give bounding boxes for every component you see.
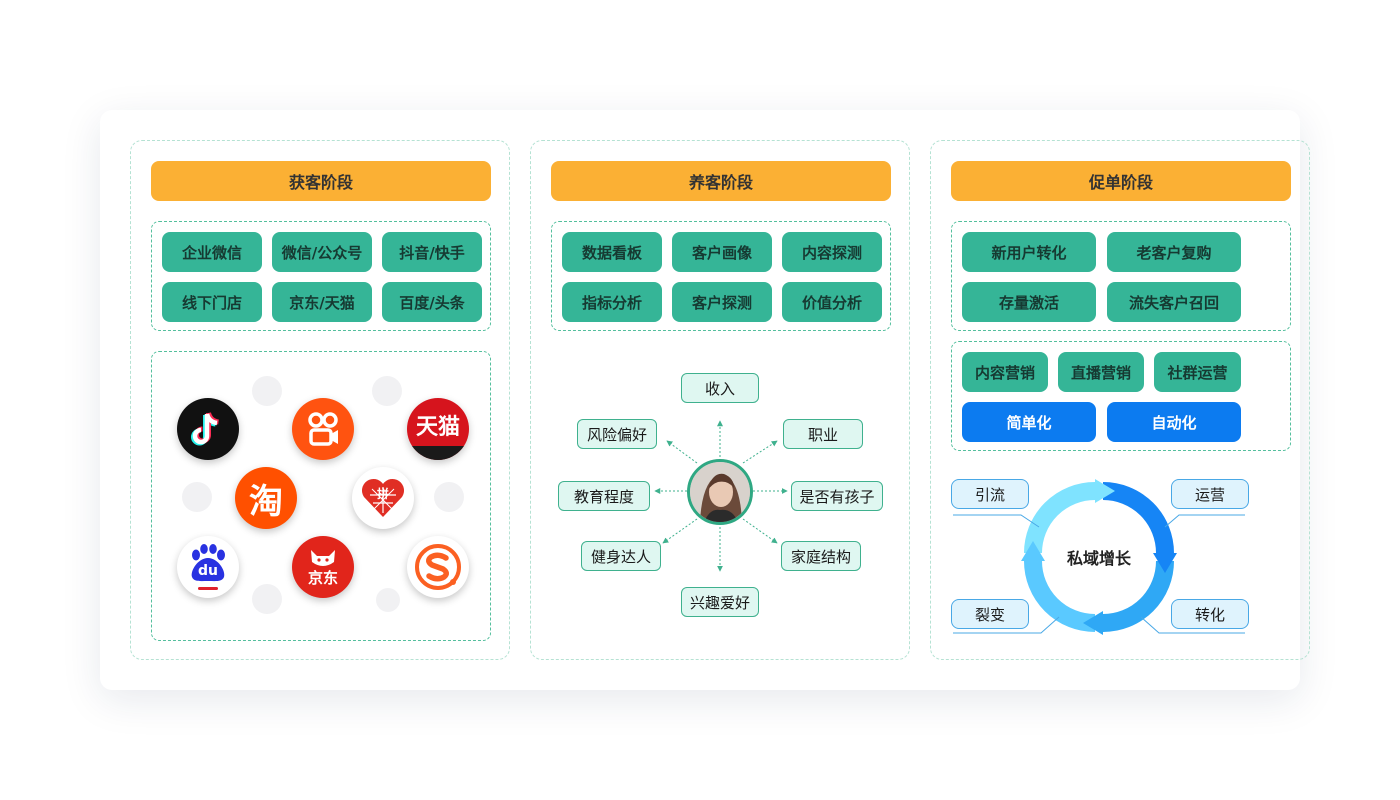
tag-stock-activation[interactable]: 存量激活 — [962, 282, 1096, 322]
tmall-logo-text: 天猫 — [415, 415, 460, 440]
conversion-tag-box: 新用户转化 老客户复购 存量激活 流失客户召回 — [951, 221, 1291, 331]
deco-dot — [372, 376, 402, 406]
cycle-step-conversion: 转化 — [1171, 599, 1249, 629]
cycle-center-label: 私域增长 — [1066, 549, 1131, 568]
tag-wechat[interactable]: 微信/公众号 — [272, 232, 372, 272]
tag-value-analysis[interactable]: 价值分析 — [782, 282, 882, 322]
tag-repurchase[interactable]: 老客户复购 — [1107, 232, 1241, 272]
tag-jd-tmall[interactable]: 京东/天猫 — [272, 282, 372, 322]
tag-offline-store[interactable]: 线下门店 — [162, 282, 262, 322]
sogou-icon — [415, 544, 461, 590]
acquisition-channel-box: 企业微信 微信/公众号 抖音/快手 线下门店 京东/天猫 百度/头条 — [151, 221, 491, 331]
profile-occupation: 职业 — [783, 419, 863, 449]
main-card: 获客阶段 企业微信 微信/公众号 抖音/快手 线下门店 京东/天猫 百度/头条 — [100, 110, 1310, 690]
pinduoduo-heart-icon — [361, 478, 405, 517]
jd-logo: 京东 — [292, 536, 354, 598]
tag-community-ops[interactable]: 社群运营 — [1154, 352, 1241, 392]
tag-customer-probe[interactable]: 客户探测 — [672, 282, 772, 322]
baidu-logo-text: du — [198, 563, 218, 579]
pinduoduo-logo-text: 拼 — [376, 487, 389, 501]
tag-metric-analysis[interactable]: 指标分析 — [562, 282, 662, 322]
marketing-tag-box: 内容营销 直播营销 社群运营 简单化 自动化 — [951, 341, 1291, 451]
taobao-logo: 淘 — [235, 467, 297, 529]
avatar-person-icon — [690, 462, 750, 522]
kuaishou-logo — [292, 398, 354, 460]
profile-connectors — [654, 420, 788, 572]
sogou-logo — [407, 536, 469, 598]
tag-simplify[interactable]: 简单化 — [962, 402, 1096, 442]
deco-dot — [252, 584, 282, 614]
tag-live-marketing[interactable]: 直播营销 — [1058, 352, 1144, 392]
deco-dot — [182, 482, 212, 512]
tag-new-user-conversion[interactable]: 新用户转化 — [962, 232, 1096, 272]
conversion-title: 促单阶段 — [951, 161, 1291, 201]
profile-family-structure: 家庭结构 — [781, 541, 861, 571]
profile-income: 收入 — [681, 373, 759, 403]
kuaishou-icon — [308, 412, 338, 446]
growth-cycle-diagram — [953, 479, 1245, 635]
baidu-logo: du — [177, 536, 239, 598]
tag-data-dashboard[interactable]: 数据看板 — [562, 232, 662, 272]
nurture-tag-box: 数据看板 客户画像 内容探测 指标分析 客户探测 价值分析 — [551, 221, 891, 331]
profile-has-children: 是否有孩子 — [791, 481, 883, 511]
tag-automate[interactable]: 自动化 — [1107, 402, 1241, 442]
platform-logo-box: 天猫 淘 拼 — [151, 351, 491, 641]
cycle-step-fission: 裂变 — [951, 599, 1029, 629]
profile-risk-preference: 风险偏好 — [577, 419, 657, 449]
tag-content-probe[interactable]: 内容探测 — [782, 232, 882, 272]
douyin-logo — [177, 398, 239, 460]
tmall-logo-band — [407, 446, 469, 460]
taobao-logo-text: 淘 — [249, 481, 283, 522]
baidu-paw-icon — [191, 544, 225, 590]
tag-baidu-toutiao[interactable]: 百度/头条 — [382, 282, 482, 322]
tag-wecom[interactable]: 企业微信 — [162, 232, 262, 272]
cycle-step-operation: 运营 — [1171, 479, 1249, 509]
deco-dot — [376, 588, 400, 612]
profile-education: 教育程度 — [558, 481, 650, 511]
tag-customer-persona[interactable]: 客户画像 — [672, 232, 772, 272]
profile-hobbies: 兴趣爱好 — [681, 587, 759, 617]
douyin-icon — [191, 412, 219, 446]
conversion-panel: 促单阶段 新用户转化 老客户复购 存量激活 流失客户召回 内容营销 直播营销 社… — [930, 140, 1310, 660]
tag-content-marketing[interactable]: 内容营销 — [962, 352, 1048, 392]
jd-logo-text: 京东 — [307, 569, 338, 587]
deco-dot — [252, 376, 282, 406]
tag-churn-recall[interactable]: 流失客户召回 — [1107, 282, 1241, 322]
tag-douyin-kuaishou[interactable]: 抖音/快手 — [382, 232, 482, 272]
cycle-step-traffic: 引流 — [951, 479, 1029, 509]
nurture-panel: 养客阶段 数据看板 客户画像 内容探测 指标分析 客户探测 价值分析 — [530, 140, 910, 660]
acquisition-panel: 获客阶段 企业微信 微信/公众号 抖音/快手 线下门店 京东/天猫 百度/头条 — [130, 140, 510, 660]
profile-fitness: 健身达人 — [581, 541, 661, 571]
tmall-logo: 天猫 — [407, 398, 469, 460]
jd-dog-icon — [311, 550, 335, 566]
acquisition-title: 获客阶段 — [151, 161, 491, 201]
nurture-title: 养客阶段 — [551, 161, 891, 201]
customer-avatar — [687, 459, 753, 525]
deco-dot — [434, 482, 464, 512]
pinduoduo-logo: 拼 — [352, 467, 414, 529]
